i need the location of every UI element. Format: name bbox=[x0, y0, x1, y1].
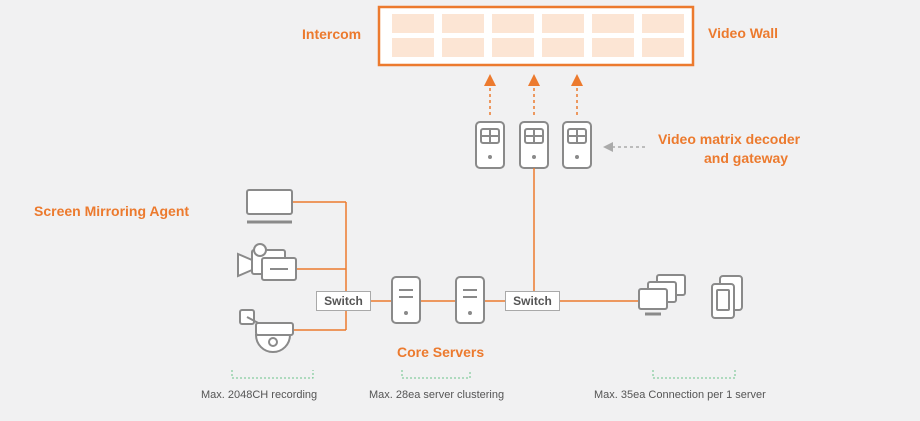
decoder-output-arrows bbox=[484, 74, 583, 115]
caption-connection: Max. 35ea Connection per 1 server bbox=[594, 389, 766, 401]
mobile-device-icon bbox=[711, 275, 743, 319]
camera-icon bbox=[237, 243, 297, 281]
caption-clustering: Max. 28ea server clustering bbox=[369, 389, 505, 401]
decoder-icon bbox=[475, 121, 505, 169]
switch-box-right: Switch bbox=[505, 291, 560, 311]
server-icon bbox=[455, 276, 485, 324]
caption-brackets bbox=[231, 370, 736, 379]
monitor-icon bbox=[246, 189, 293, 224]
video-wall-icon bbox=[377, 5, 695, 67]
server-icon bbox=[391, 276, 421, 324]
decoder-icon bbox=[562, 121, 592, 169]
decoder-pointer-arrow bbox=[603, 142, 645, 152]
dome-camera-icon bbox=[239, 309, 294, 353]
decoder-icon bbox=[519, 121, 549, 169]
caption-recording: Max. 2048CH recording bbox=[201, 389, 318, 401]
switch-box-left: Switch bbox=[316, 291, 371, 311]
decoder-label-line1: Video matrix decoder bbox=[658, 131, 801, 147]
intercom-label: Intercom bbox=[302, 26, 362, 42]
workstation-icon bbox=[638, 274, 686, 316]
screen-mirroring-label: Screen Mirroring Agent bbox=[34, 203, 190, 219]
core-servers-label: Core Servers bbox=[397, 344, 485, 360]
video-wall-label: Video Wall bbox=[708, 25, 779, 41]
decoder-label-line2: and gateway bbox=[704, 150, 789, 166]
